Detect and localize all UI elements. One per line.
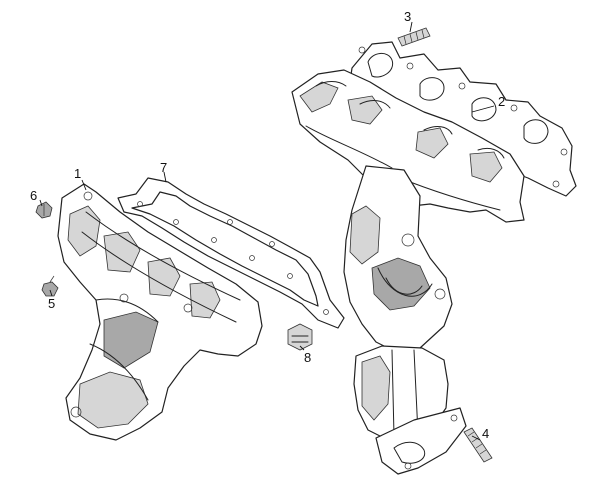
bolt-part-6 bbox=[35, 201, 53, 219]
heat-shield bbox=[57, 183, 263, 441]
stud-part-4 bbox=[463, 427, 493, 463]
callout-6: 6 bbox=[30, 188, 37, 203]
callout-5: 5 bbox=[48, 296, 55, 311]
callout-7: 7 bbox=[160, 160, 167, 175]
bolt-part-5 bbox=[41, 275, 59, 297]
nut-part-8 bbox=[287, 323, 313, 351]
callout-4: 4 bbox=[482, 426, 489, 441]
callout-8: 8 bbox=[304, 350, 311, 365]
callout-3: 3 bbox=[404, 9, 411, 24]
callout-2: 2 bbox=[498, 94, 505, 109]
stud-part-3 bbox=[397, 27, 431, 47]
heat-shield-gasket bbox=[117, 177, 345, 329]
leader-lines bbox=[39, 21, 495, 441]
callout-labels: 1 2 3 4 5 6 7 8 bbox=[30, 9, 505, 441]
exhaust-manifold-catalytic-converter bbox=[291, 69, 525, 475]
callout-1: 1 bbox=[74, 166, 81, 181]
